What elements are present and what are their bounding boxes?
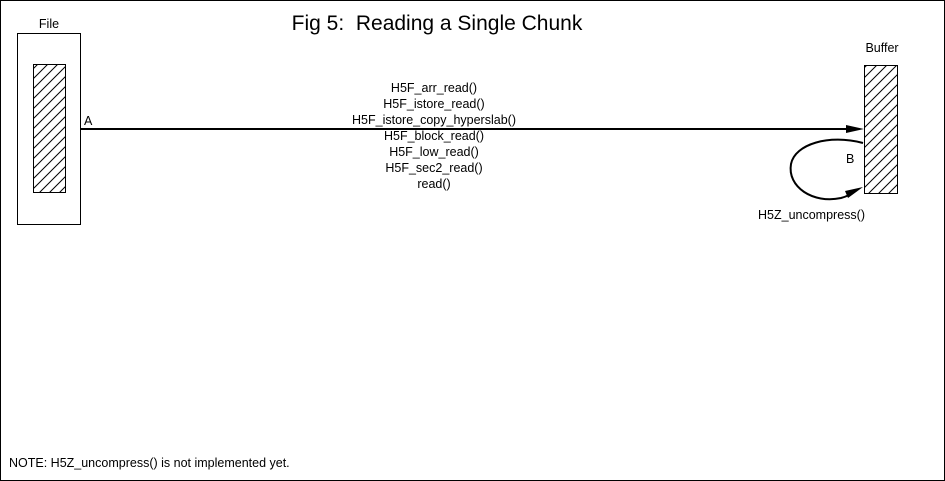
figure-note: NOTE: H5Z_uncompress() is not implemente…: [9, 456, 290, 470]
file-box: [17, 33, 81, 225]
read-arrow-label: A: [84, 114, 93, 128]
uncompress-arrow-label: B: [846, 152, 855, 166]
uncompress-function-label: H5Z_uncompress(): [758, 208, 865, 222]
call-stack-line: H5F_arr_read(): [390, 81, 478, 95]
call-stack-line: H5F_low_read(): [389, 145, 479, 159]
read-call-stack: H5F_arr_read() H5F_istore_read() H5F_ist…: [309, 80, 559, 192]
call-stack-line: H5F_block_read(): [383, 129, 485, 143]
call-stack-line: read(): [417, 177, 451, 191]
call-stack-line: H5F_istore_read(): [383, 97, 485, 111]
uncompress-loop-head: [845, 187, 863, 198]
read-arrow-head: [846, 125, 864, 133]
call-stack-line: H5F_istore_copy_hyperslab(): [352, 113, 516, 127]
file-label: File: [38, 17, 60, 31]
buffer-label: Buffer: [865, 41, 899, 55]
call-stack-line: H5F_sec2_read(): [385, 161, 483, 175]
file-chunk-hatch: [33, 64, 66, 193]
buffer-hatch: [864, 65, 898, 194]
figure-title: Fig 5: Reading a Single Chunk: [291, 12, 583, 35]
